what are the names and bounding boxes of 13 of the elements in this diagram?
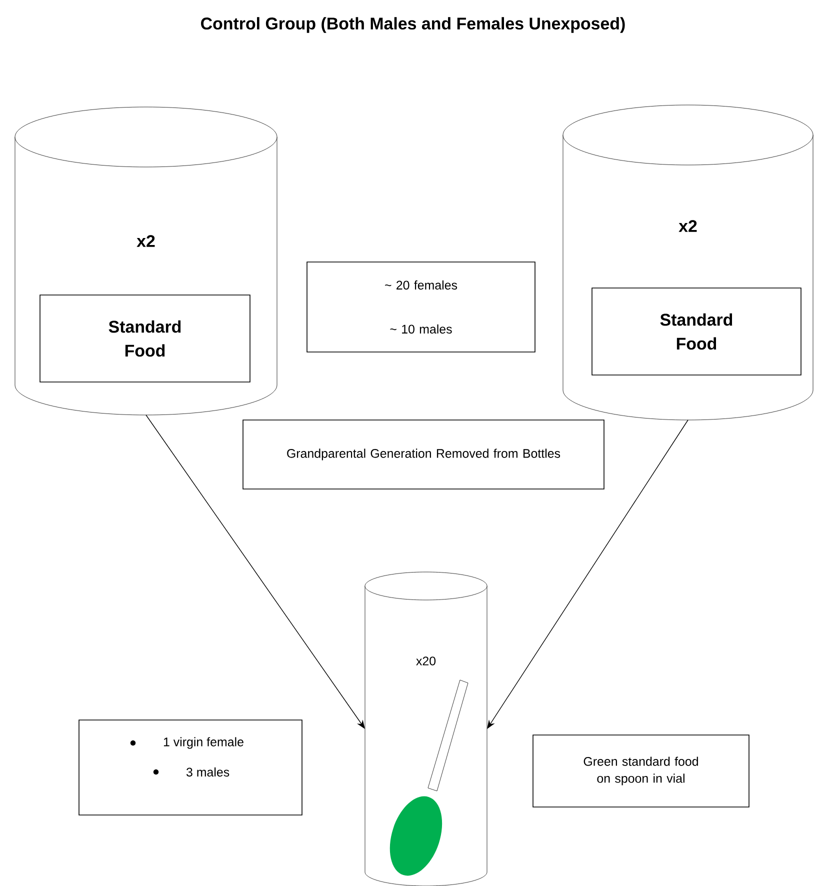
node-label: x20 — [416, 656, 436, 666]
node-label: x2 — [678, 220, 697, 232]
node-label: x2 — [136, 235, 155, 247]
food-box: Standard Food — [40, 294, 250, 382]
food-box: Standard Food — [592, 288, 802, 376]
note-box: 1 virgin female 3 males — [78, 720, 302, 816]
arrow — [146, 414, 365, 729]
count-box: ~ 20 females ~ 10 males — [306, 262, 536, 352]
note-box: Green standard food on spoon in vial — [532, 734, 750, 808]
arrow — [487, 420, 688, 729]
title: Control Group (Both Males and Females Unexposed) — [201, 17, 625, 33]
vial-cylinder: x20 — [364, 572, 488, 886]
note-box: Grandparental Generation Removed from Bottles — [242, 420, 604, 490]
